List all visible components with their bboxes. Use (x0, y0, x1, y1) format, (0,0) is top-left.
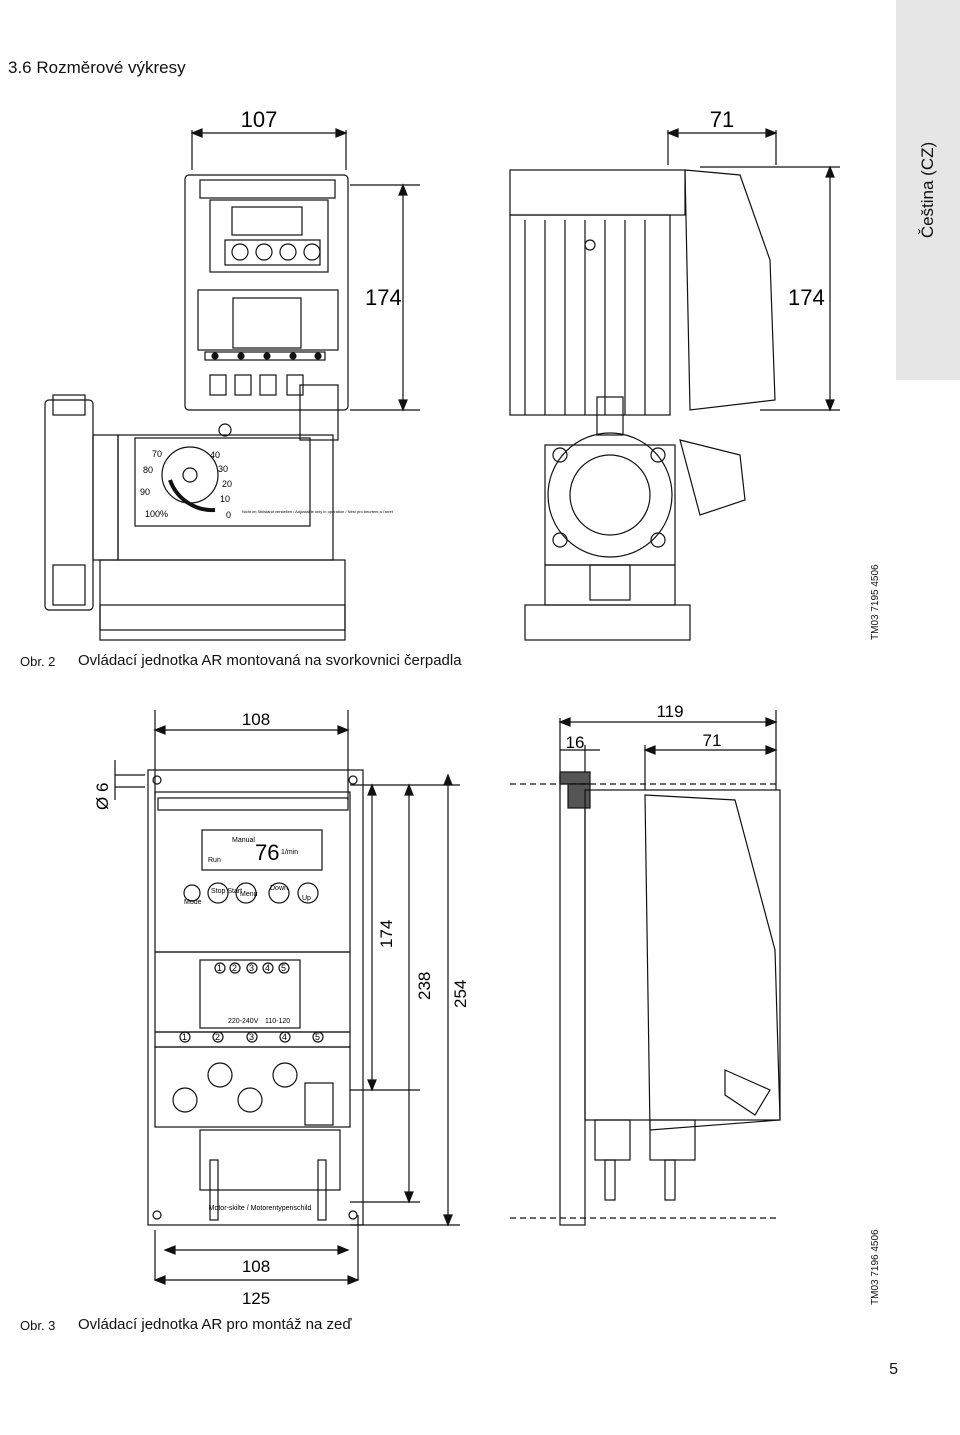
figure-2-code: TM03 7195 4506 (870, 564, 881, 640)
dial-scale-70: 70 (152, 449, 162, 459)
voltage-high-label: 220-240V (228, 1018, 259, 1025)
dim-diameter-6: Ø 6 (93, 783, 112, 810)
motor-label: Motor-skilte / Motorentypenschild (209, 1205, 312, 1212)
language-tab-label: Čeština (CZ) (918, 141, 937, 239)
dim-71: 71 (710, 107, 734, 132)
dim-174-side: 174 (788, 285, 825, 310)
display-value: 76 (255, 840, 279, 865)
display-unit: 1/min (281, 849, 298, 856)
figure-3-caption: Ovládací jednotka AR pro montáž na zeď (78, 1316, 352, 1333)
display-mode-label: Manual (232, 837, 255, 844)
dial-scale-40: 40 (210, 450, 220, 460)
dial-scale-10: 10 (220, 494, 230, 504)
mode-button-label: Mode (184, 899, 202, 906)
bottom-terminal-4: 4 (282, 1032, 287, 1042)
dim-174-vertical: 174 (377, 920, 396, 948)
bottom-terminal-5: 5 (315, 1032, 320, 1042)
dim-16: 16 (566, 733, 585, 752)
figure-3-drawing: 108 Ø 6 119 16 71 174 238 254 108 125 Ma… (93, 702, 781, 1308)
up-button-label: Up (302, 895, 311, 902)
figure-2-label: Obr. 2 (20, 654, 56, 669)
figure-3-code: TM03 7196 4506 (870, 1229, 881, 1305)
dial-scale-90: 90 (140, 487, 150, 497)
menu-button-label: Menu (240, 891, 258, 898)
figure-2-drawing: 107 71 174 174 70 80 90 100% 40 30 20 10… (44, 107, 840, 641)
dim-238-vertical: 238 (415, 972, 434, 1000)
bottom-terminal-2: 2 (215, 1032, 220, 1042)
section-title: 3.6 Rozměrové výkresy (8, 58, 186, 77)
voltage-low-label: 110-120 (265, 1018, 290, 1025)
language-tab: Čeština (CZ) (896, 0, 960, 380)
dial-scale-0: 0 (226, 510, 231, 520)
dim-119: 119 (656, 702, 683, 721)
figure-3-label: Obr. 3 (20, 1318, 56, 1333)
figure-2-caption: Ovládací jednotka AR montovaná na svorko… (78, 652, 462, 669)
page-number: 5 (889, 1361, 898, 1378)
dial-scale-80: 80 (143, 465, 153, 475)
dim-174-front: 174 (365, 285, 402, 310)
terminal-1: 1 (217, 963, 222, 973)
dim-254-vertical: 254 (451, 980, 470, 1008)
dial-scale-30: 30 (218, 464, 228, 474)
dim-108-bottom: 108 (242, 1257, 270, 1276)
dial-note: Nicht im Stillstand verstellen / Adjusta… (242, 509, 394, 514)
terminal-3: 3 (249, 963, 254, 973)
stop-start-button-label: Stop Start (211, 888, 242, 895)
dial-scale-20: 20 (222, 479, 232, 489)
dim-71-side: 71 (703, 731, 722, 750)
terminal-5: 5 (281, 963, 286, 973)
bottom-terminal-3: 3 (249, 1032, 254, 1042)
display-run-label: Run (208, 857, 221, 864)
dim-125-bottom: 125 (242, 1289, 270, 1308)
down-button-label: Down (270, 885, 288, 892)
dial-scale-100: 100% (145, 509, 168, 519)
bottom-terminal-1: 1 (182, 1032, 187, 1042)
terminal-2: 2 (232, 963, 237, 973)
terminal-4: 4 (265, 963, 270, 973)
dim-107: 107 (241, 107, 278, 132)
dim-108-top: 108 (242, 710, 270, 729)
